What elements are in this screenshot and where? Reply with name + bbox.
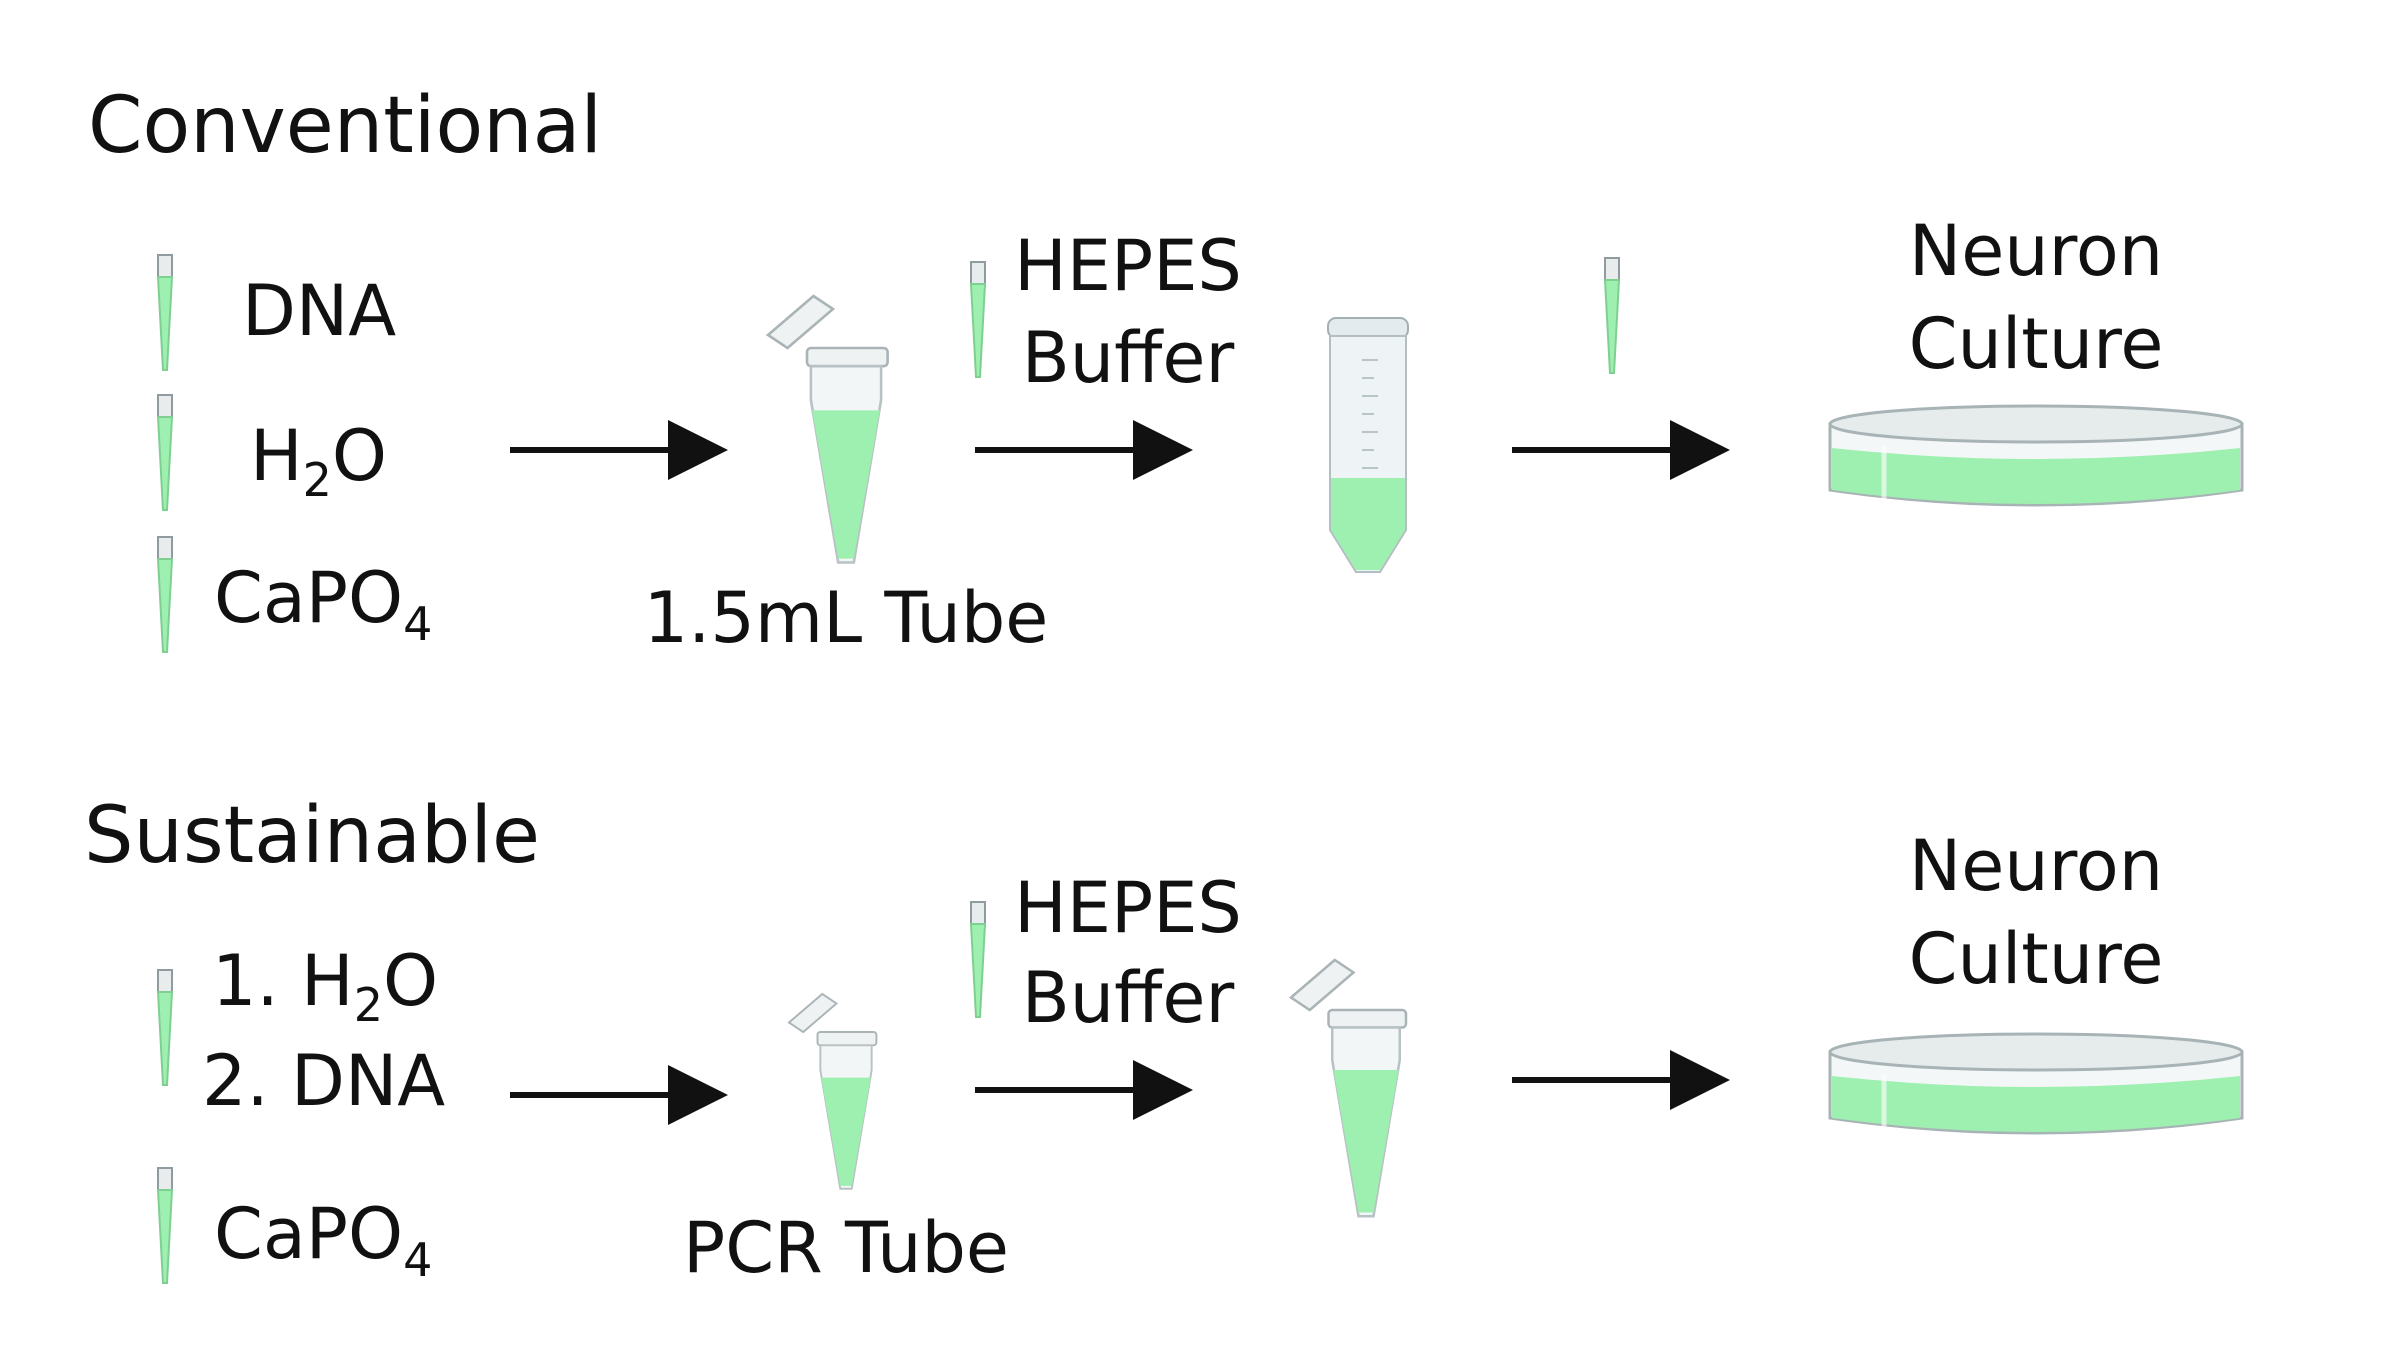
tube-label: PCR Tube xyxy=(683,1207,1009,1289)
reagent-capo4-label: CaPO4 xyxy=(214,557,432,651)
pcr-tube-icon xyxy=(788,993,878,1190)
pipette-tip-icon xyxy=(157,1167,173,1284)
buffer-label-line1: HEPES xyxy=(1014,867,1242,949)
pipette-tip-icon xyxy=(157,536,173,653)
buffer-label-line2: Buffer xyxy=(1022,957,1235,1039)
reagent-water-label: H2O xyxy=(250,415,387,507)
pipette-tip-icon xyxy=(1604,257,1620,374)
reagent-dna-label: DNA xyxy=(242,270,396,352)
pipette-tip-icon xyxy=(970,261,986,378)
microcentrifuge-tube-icon xyxy=(766,294,889,564)
sustainable-heading: Sustainable xyxy=(84,791,540,881)
reagent-dna-label: 2. DNA xyxy=(202,1040,445,1122)
conventional-heading: Conventional xyxy=(88,81,602,171)
culture-label-line1: Neuron xyxy=(1909,210,2163,292)
pipette-tip-icon xyxy=(157,254,173,371)
culture-label-line2: Culture xyxy=(1909,918,2164,1000)
pipette-tip-icon xyxy=(157,969,173,1086)
reagent-capo4-label: CaPO4 xyxy=(214,1193,432,1287)
tube-label: 1.5mL Tube xyxy=(644,577,1049,659)
pcr-tube-icon xyxy=(1289,958,1408,1218)
culture-label-line1: Neuron xyxy=(1909,825,2163,907)
petri-dish-icon xyxy=(1828,404,2244,507)
petri-dish-icon xyxy=(1828,1032,2244,1135)
pipette-tip-icon xyxy=(970,901,986,1018)
conical-tube-icon xyxy=(1327,317,1409,573)
reagent-water-label: 1. H2O xyxy=(212,940,438,1032)
pipette-tip-icon xyxy=(157,394,173,511)
buffer-label-line1: HEPES xyxy=(1014,225,1242,307)
culture-label-line2: Culture xyxy=(1909,303,2164,385)
buffer-label-line2: Buffer xyxy=(1022,317,1235,399)
